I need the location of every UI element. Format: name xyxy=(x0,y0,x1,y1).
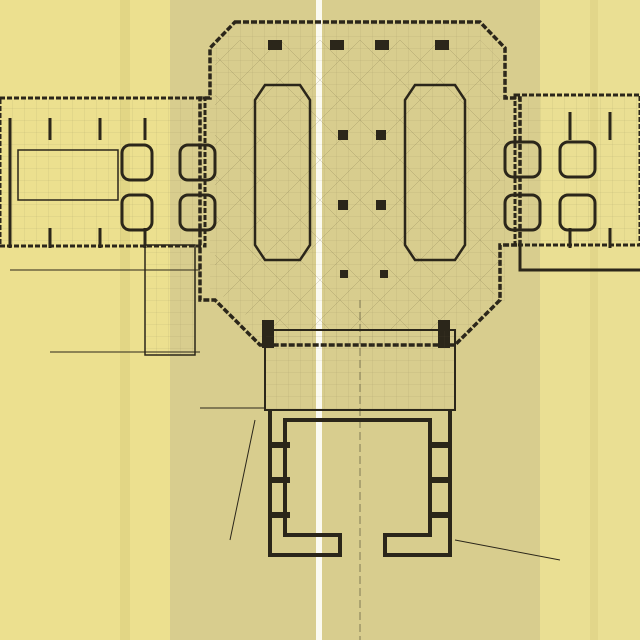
left-octagon xyxy=(253,83,312,262)
central-hall-diagonals xyxy=(215,40,500,330)
right-wing-room xyxy=(503,140,542,179)
right-wing xyxy=(513,93,640,247)
left-wing-room xyxy=(120,193,154,232)
left-wing-columns xyxy=(8,118,147,248)
right-octagon xyxy=(403,83,467,262)
left-wing-court xyxy=(17,149,119,201)
lower-courtyard xyxy=(268,410,452,557)
left-wing-room xyxy=(178,193,217,232)
entrance-steps xyxy=(200,407,561,561)
right-wing-columns xyxy=(568,112,612,248)
right-wing-lower-wall xyxy=(518,245,640,272)
paper-fold xyxy=(590,0,598,640)
right-wing-room xyxy=(558,140,597,179)
left-stair xyxy=(144,244,196,356)
paper-fold xyxy=(120,0,130,640)
plan-drawing xyxy=(0,20,640,640)
left-wing xyxy=(0,96,207,248)
lower-courtyard-buttresses xyxy=(272,442,448,518)
left-wing-room xyxy=(178,143,217,182)
right-wing-room xyxy=(503,193,542,232)
left-wing-room xyxy=(120,143,154,182)
right-wing-room xyxy=(558,193,597,232)
